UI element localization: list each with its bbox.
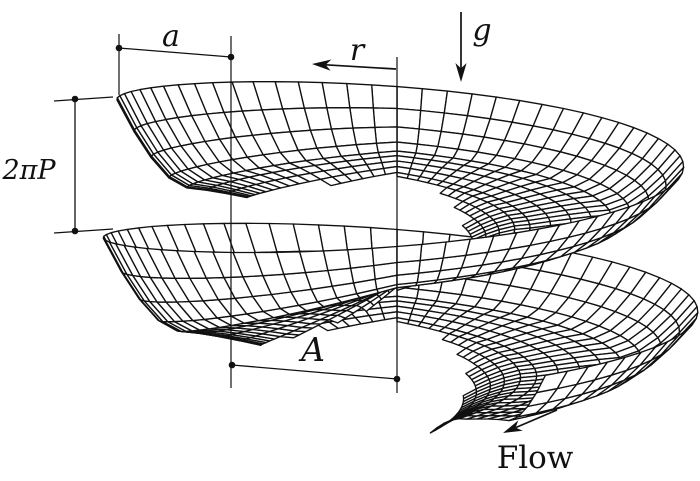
label-r: r [350,33,366,68]
annotations: a r g 2πP A Flow [1,12,574,476]
dim-a-dot [115,44,123,52]
flow-arrow-shaft [515,409,558,429]
r-arrow-shaft [325,63,397,70]
label-g: g [472,13,491,48]
r-arrow-head-icon [312,59,332,71]
dim-a-dot [227,53,235,61]
dim-A [231,364,398,380]
ext-2piP-top [53,96,114,102]
g-arrow-head-icon [455,63,467,82]
dim-2piP-dot [71,227,79,235]
label-flow: Flow [497,440,574,476]
label-two-pi-P: 2πP [1,155,56,186]
dim-2piP-dot [71,95,79,103]
label-A: A [298,330,325,369]
label-a: a [162,19,180,54]
ext-2piP-bot [53,228,114,234]
helicoid-mesh [102,81,699,434]
dim-A-dot [228,361,236,369]
flow-arrow-head-icon [503,420,523,433]
dim-A-dot [393,375,401,383]
dim-a [118,47,232,58]
